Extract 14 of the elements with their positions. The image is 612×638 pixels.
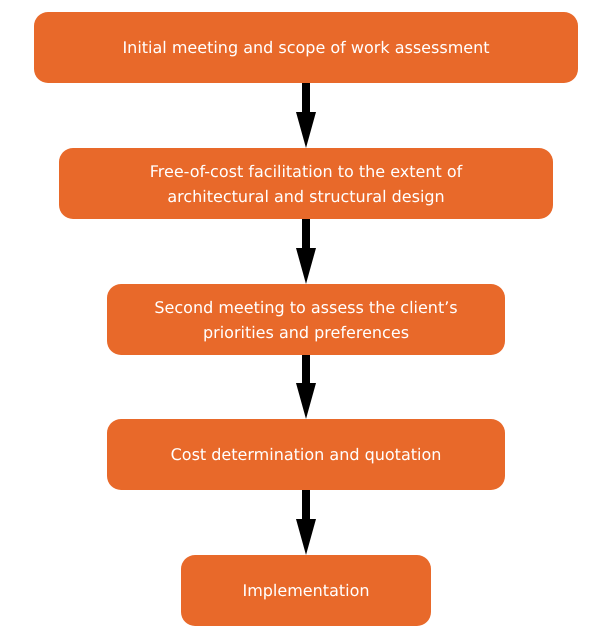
arrow [296, 490, 316, 555]
step-label: Cost determination and quotation [170, 444, 442, 466]
arrow [296, 355, 316, 419]
process-box [107, 419, 505, 490]
arrow [296, 83, 316, 148]
process-box [59, 148, 553, 219]
step-label: Free-of-cost facilitation to the extent of architectural and structural design [148, 160, 464, 208]
process-box [34, 12, 578, 83]
step-label: Initial meeting and scope of work assessment [122, 37, 490, 59]
step-label: Second meeting to assess the client’s priorities and preferences [153, 296, 459, 344]
process-box [181, 555, 431, 626]
arrow [296, 219, 316, 284]
step-label: Implementation [242, 580, 370, 602]
process-box [107, 284, 505, 355]
